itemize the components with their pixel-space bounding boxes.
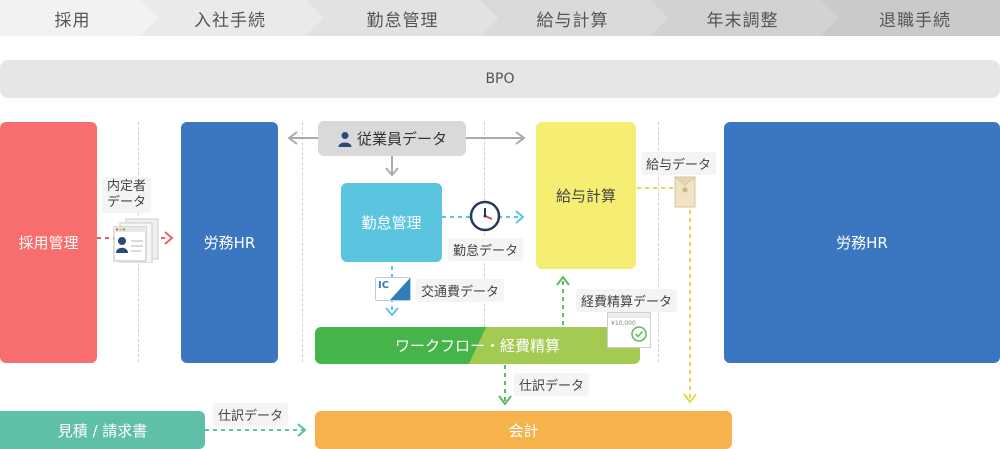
attendance-arrowhead xyxy=(515,210,525,224)
process-step-attendance: 勤怠管理 xyxy=(366,10,439,31)
chevron-step-3 xyxy=(305,0,498,36)
chevron-step-4 xyxy=(480,0,668,36)
employee-arrowhead-left xyxy=(287,131,298,145)
recruit-management-box: 採用管理 xyxy=(0,122,97,363)
offer-data-label: 内定者 データ xyxy=(102,177,152,213)
journal-left-label: 仕訳データ xyxy=(213,403,289,426)
journal-center-arrowhead xyxy=(498,395,512,406)
person-icon xyxy=(338,131,352,147)
chevron-step-6 xyxy=(820,0,1000,36)
hr-right-box: 労務HR xyxy=(724,122,1000,363)
chevron-step-5 xyxy=(650,0,838,36)
check-circle-icon xyxy=(631,326,647,342)
expense-receipt-icon: ¥10,000 xyxy=(607,312,651,348)
process-chevron-bar xyxy=(0,0,1000,36)
process-step-retirement: 退職手続 xyxy=(879,10,951,31)
payroll-data-arrowhead xyxy=(683,393,697,404)
payroll-data-label: 給与データ xyxy=(641,152,717,175)
process-step-onboarding: 入社手続 xyxy=(194,10,266,31)
journal-center-label: 仕訳データ xyxy=(514,373,590,396)
ic-card-text: IC xyxy=(378,280,390,291)
offer-data-label-line2: データ xyxy=(107,195,147,210)
ic-card-icon: IC xyxy=(375,277,411,301)
expense-data-label: 経費精算データ xyxy=(576,289,678,312)
employee-data-label: 従業員データ xyxy=(356,130,447,148)
receipt-header-bar xyxy=(608,313,650,318)
bpo-bar: BPO xyxy=(0,60,1000,98)
document-stack-icon xyxy=(113,218,159,263)
pay-envelope-icon xyxy=(674,176,696,208)
divider-2 xyxy=(302,122,303,362)
transport-arrowhead xyxy=(385,307,399,317)
attendance-data-label: 勤怠データ xyxy=(448,238,524,261)
chevron-step-2 xyxy=(140,0,323,36)
workflow-expense-box: ワークフロー・経費精算 xyxy=(315,327,640,364)
offer-arrowhead xyxy=(164,231,174,245)
journal-left-arrowhead xyxy=(297,423,307,437)
hr-left-box: 労務HR xyxy=(181,122,278,363)
employee-data-box: 従業員データ xyxy=(318,121,466,156)
attendance-management-box: 勤怠管理 xyxy=(341,183,442,262)
chevron-step-1 xyxy=(0,0,158,36)
ic-card-stripe-icon xyxy=(390,278,410,300)
accounting-box: 会計 xyxy=(315,411,732,449)
estimate-invoice-box: 見積 / 請求書 xyxy=(0,411,205,449)
transport-data-label: 交通費データ xyxy=(416,279,505,302)
employee-arrowhead-down xyxy=(385,167,399,177)
process-step-recruit: 採用 xyxy=(54,10,91,31)
employee-arrowhead-right xyxy=(515,131,526,145)
offer-data-label-line1: 内定者 xyxy=(107,179,147,194)
expense-arrowhead xyxy=(556,275,570,286)
process-step-payroll: 給与計算 xyxy=(536,10,609,31)
payroll-box: 給与計算 xyxy=(536,122,636,269)
clock-icon xyxy=(469,200,501,232)
divider-4 xyxy=(658,122,659,362)
process-step-year-end: 年末調整 xyxy=(706,10,779,31)
receipt-amount: ¥10,000 xyxy=(611,320,636,327)
